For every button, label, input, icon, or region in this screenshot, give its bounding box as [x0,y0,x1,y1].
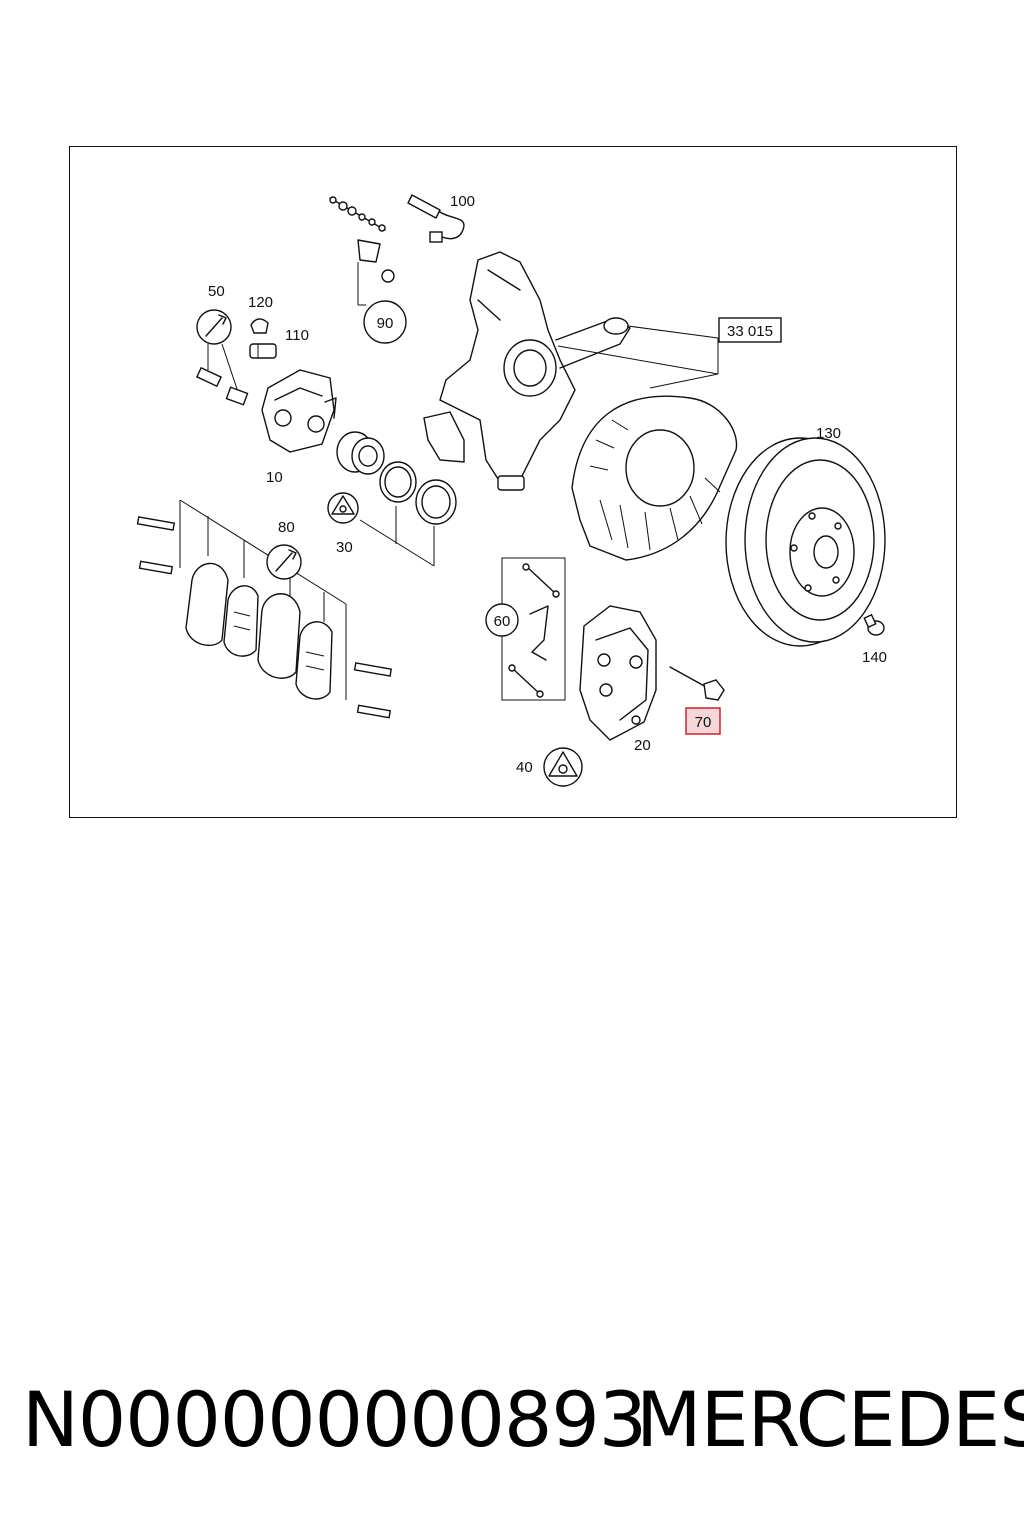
seal-ring-part [379,461,417,503]
cap-part [250,318,269,334]
brand-name: MERCEDES [636,1375,1024,1464]
footer: N000000000893 MERCEDES [0,1375,1024,1475]
callout-20[interactable]: 20 [634,737,651,754]
guide-pin-part [195,366,249,406]
brake-pad-part [185,562,333,700]
callout-110[interactable]: 110 [285,327,309,344]
svg-text:60: 60 [494,613,511,630]
part-number: N000000000893 [22,1375,647,1464]
caliper-bolt-part [669,666,725,701]
spring-kit-part [329,196,395,306]
callout-80[interactable]: 80 [278,519,295,536]
callout-10[interactable]: 10 [266,469,283,486]
svg-text:33 015: 33 015 [727,323,773,340]
callout-33015[interactable]: 33 015 [718,317,782,343]
callout-40[interactable]: 40 [516,759,533,776]
caliper-four-piston-part [579,605,657,741]
caliper-part [261,369,337,453]
piston-part [336,431,385,475]
callout-140[interactable]: 140 [862,649,887,666]
callout-70-highlighted[interactable]: 70 [685,707,721,735]
wrench-icon [196,309,232,345]
callout-50-label[interactable]: 50 [208,283,225,300]
triangle-tool-icon [327,492,359,524]
svg-text:70: 70 [695,714,712,731]
callout-100[interactable]: 100 [450,193,475,210]
callout-30[interactable]: 30 [336,539,353,556]
triangle-tool-icon [543,747,583,787]
callout-60[interactable]: 60 [485,603,519,637]
brake-disc-part [725,437,886,647]
wear-sensor-part [407,194,465,243]
callout-90[interactable]: 90 [363,300,407,344]
pad-pin-part [136,516,393,719]
backing-plate-part [571,395,738,561]
svg-text:90: 90 [377,315,394,332]
diagram-frame [69,146,957,818]
steering-knuckle-part [423,251,631,491]
dust-boot-part [415,479,457,525]
callout-120[interactable]: 120 [248,294,273,311]
screw-part [863,613,885,636]
callout-130[interactable]: 130 [816,425,841,442]
wrench-icon [266,544,302,580]
bleed-valve-part [249,343,277,359]
